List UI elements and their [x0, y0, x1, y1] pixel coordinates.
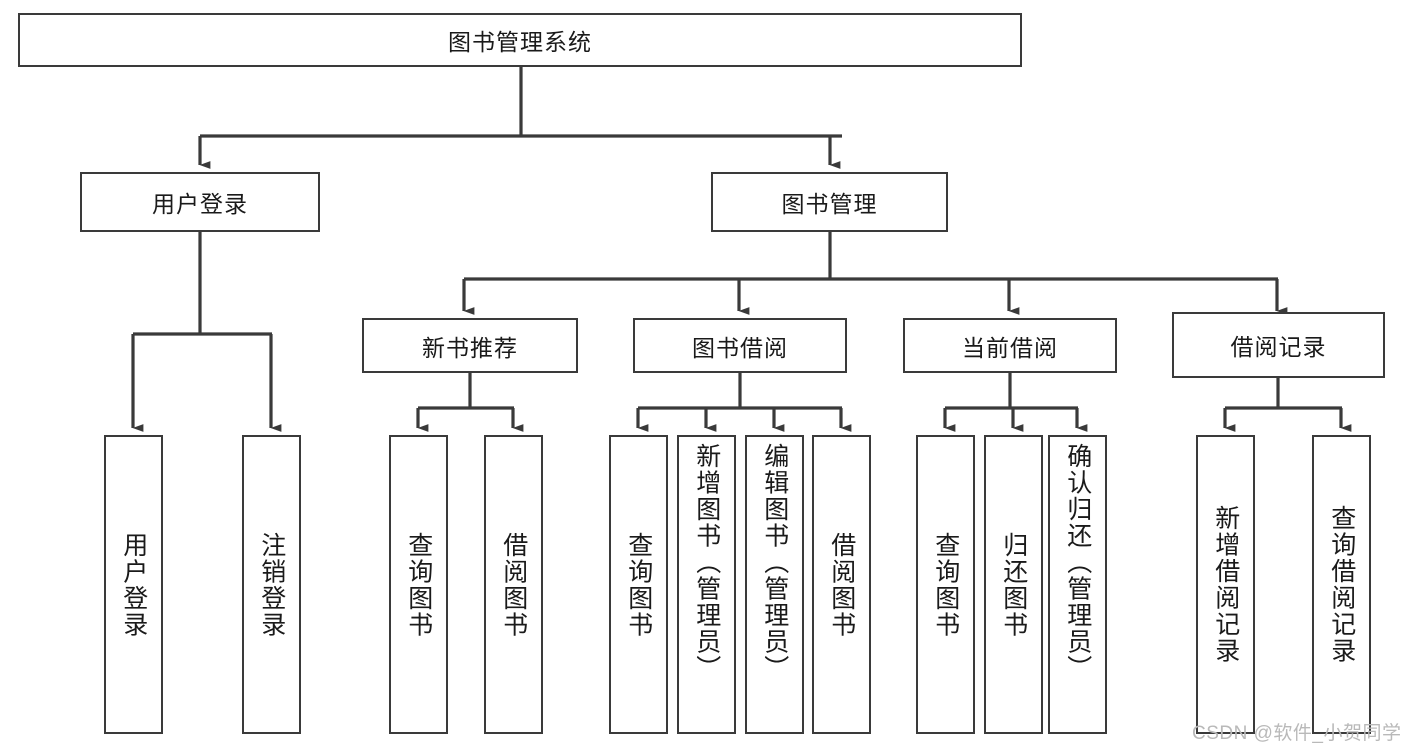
leaf-borrow-query-book[interactable]: 查询图书 — [609, 435, 668, 734]
node-label: 新增图书（管理员） — [692, 443, 721, 682]
node-borrow-record[interactable]: 借阅记录 — [1172, 312, 1385, 378]
leaf-borrow-add-book-admin[interactable]: 新增图书（管理员） — [677, 435, 736, 734]
node-label: 借阅图书 — [827, 531, 856, 638]
leaf-borrow-borrow-book[interactable]: 借阅图书 — [812, 435, 871, 734]
node-root[interactable]: 图书管理系统 — [18, 13, 1022, 67]
node-label: 借阅记录 — [1230, 334, 1327, 360]
leaf-record-query-record[interactable]: 查询借阅记录 — [1312, 435, 1371, 734]
node-label: 查询图书 — [624, 531, 653, 638]
node-book-management[interactable]: 图书管理 — [711, 172, 948, 232]
csdn-watermark: CSDN @软件_小贺同学 — [1192, 723, 1402, 744]
leaf-record-add-record[interactable]: 新增借阅记录 — [1196, 435, 1255, 734]
leaf-current-confirm-return-admin[interactable]: 确认归还（管理员） — [1048, 435, 1107, 734]
node-book-borrow[interactable]: 图书借阅 — [633, 318, 847, 373]
node-label: 用户登录 — [152, 191, 248, 217]
node-current-borrow[interactable]: 当前借阅 — [903, 318, 1117, 373]
leaf-current-return-book[interactable]: 归还图书 — [984, 435, 1043, 734]
node-label: 当前借阅 — [962, 334, 1058, 361]
node-label: 确认归还（管理员） — [1063, 443, 1092, 682]
node-label: 用户登录 — [119, 531, 148, 638]
node-label: 查询图书 — [931, 531, 960, 638]
node-label: 归还图书 — [999, 531, 1028, 638]
node-label: 图书管理系统 — [448, 29, 592, 55]
node-label: 新增借阅记录 — [1211, 505, 1240, 664]
leaf-current-query-book[interactable]: 查询图书 — [916, 435, 975, 734]
node-label: 编辑图书（管理员） — [760, 443, 789, 682]
leaf-borrow-edit-book-admin[interactable]: 编辑图书（管理员） — [745, 435, 804, 734]
node-label: 注销登录 — [257, 531, 286, 638]
node-label: 查询图书 — [404, 531, 433, 638]
node-label: 新书推荐 — [422, 334, 518, 361]
leaf-recommend-borrow-book[interactable]: 借阅图书 — [484, 435, 543, 734]
leaf-recommend-query-book[interactable]: 查询图书 — [389, 435, 448, 734]
node-label: 图书借阅 — [692, 334, 788, 361]
node-user-login[interactable]: 用户登录 — [80, 172, 320, 232]
leaf-user-login[interactable]: 用户登录 — [104, 435, 163, 734]
node-label: 借阅图书 — [499, 531, 528, 638]
node-label: 图书管理 — [781, 191, 878, 217]
leaf-user-logout[interactable]: 注销登录 — [242, 435, 301, 734]
node-label: 查询借阅记录 — [1327, 505, 1356, 664]
node-new-book-recommend[interactable]: 新书推荐 — [362, 318, 578, 373]
